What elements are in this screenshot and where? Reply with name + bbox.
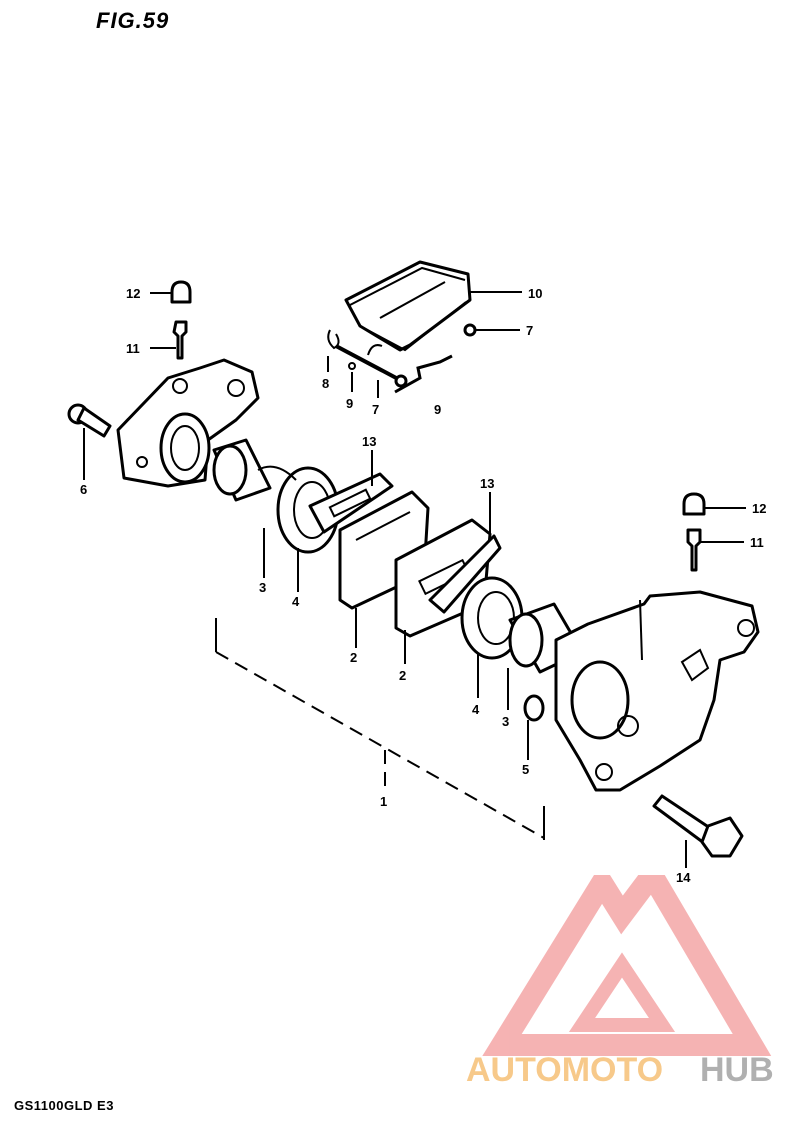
callout-12-right: 12	[752, 501, 766, 516]
washer-part-5	[523, 694, 545, 722]
callout-6: 6	[80, 482, 87, 497]
callout-12-left: 12	[126, 286, 140, 301]
figure-title: FIG.59	[96, 8, 170, 33]
shim-part-13-left	[308, 472, 394, 534]
caliper-right-half	[554, 590, 760, 792]
callout-13-right: 13	[480, 476, 494, 491]
callout-5: 5	[522, 762, 529, 777]
callout-1: 1	[380, 794, 387, 809]
callout-2-right: 2	[399, 668, 406, 683]
callout-2-left: 2	[350, 650, 357, 665]
model-code: GS1100GLD E3	[14, 1098, 114, 1113]
leader-lines	[83, 291, 746, 868]
callout-7-top: 7	[526, 323, 533, 338]
bolt-part-14	[652, 794, 744, 858]
callout-4-left: 4	[292, 594, 300, 609]
callout-9-left: 9	[346, 396, 353, 411]
watermark-triangle-icon	[482, 875, 772, 1056]
callout-11-right: 11	[750, 535, 764, 550]
caliper-left-half	[116, 358, 260, 488]
cap-part-12-right	[682, 492, 706, 516]
watermark-text-left: AUTOMOTO	[466, 1051, 663, 1089]
bolt-part-6	[67, 403, 112, 438]
spring-part-9	[348, 344, 453, 394]
callout-labels: 12 11 10 7 8 9 7 9 6 13 13 12 11 3 4 2 2…	[80, 286, 766, 885]
cap-part-12-left	[170, 280, 192, 304]
callout-9-right: 9	[434, 402, 441, 417]
callout-3-left: 3	[259, 580, 266, 595]
callout-13-left: 13	[362, 434, 376, 449]
piston-part-3-left	[212, 438, 272, 502]
assembly-bracket-part-1	[215, 618, 545, 840]
callout-3-right: 3	[502, 714, 509, 729]
watermark-text-right: HUB	[700, 1051, 774, 1089]
callout-8: 8	[322, 376, 329, 391]
callout-10: 10	[528, 286, 542, 301]
callout-11-left: 11	[126, 341, 140, 356]
bleeder-part-11-right	[686, 528, 702, 572]
callout-7-bottom: 7	[372, 402, 379, 417]
clip-part-8	[327, 329, 340, 350]
brake-pad-part-10	[344, 260, 472, 352]
callout-4-right: 4	[472, 702, 480, 717]
pin-part-7	[335, 323, 477, 388]
bleeder-part-11-left	[172, 320, 188, 360]
callout-14: 14	[676, 870, 691, 885]
shim-part-13-right	[428, 534, 502, 614]
watermark-logo: AUTOMOTO HUB	[466, 875, 774, 1089]
